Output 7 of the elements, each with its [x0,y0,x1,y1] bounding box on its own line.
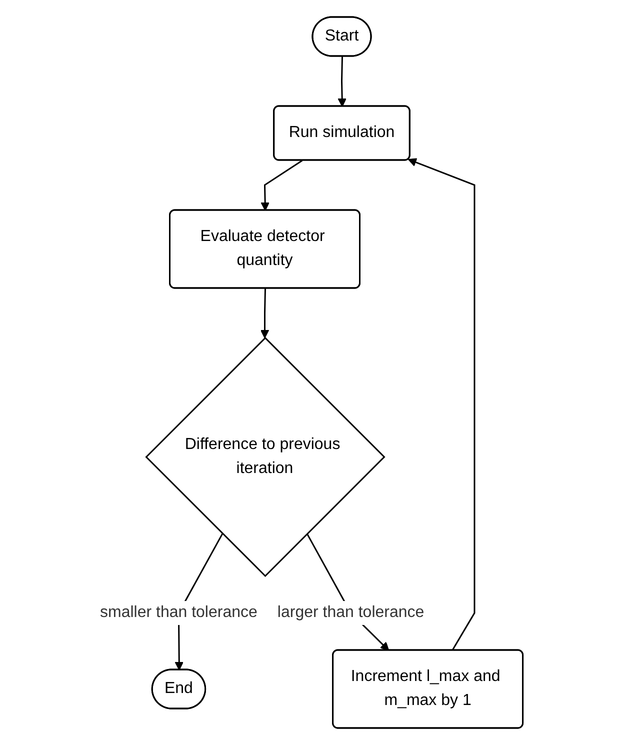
arrow [260,288,269,338]
arrow [408,158,475,650]
edge-label: smaller than tolerance [100,603,258,620]
arrow [337,56,346,106]
node-diamond: Difference to previous iteration [144,336,385,577]
arrow [260,159,302,210]
edge-label: larger than tolerance [277,603,424,620]
